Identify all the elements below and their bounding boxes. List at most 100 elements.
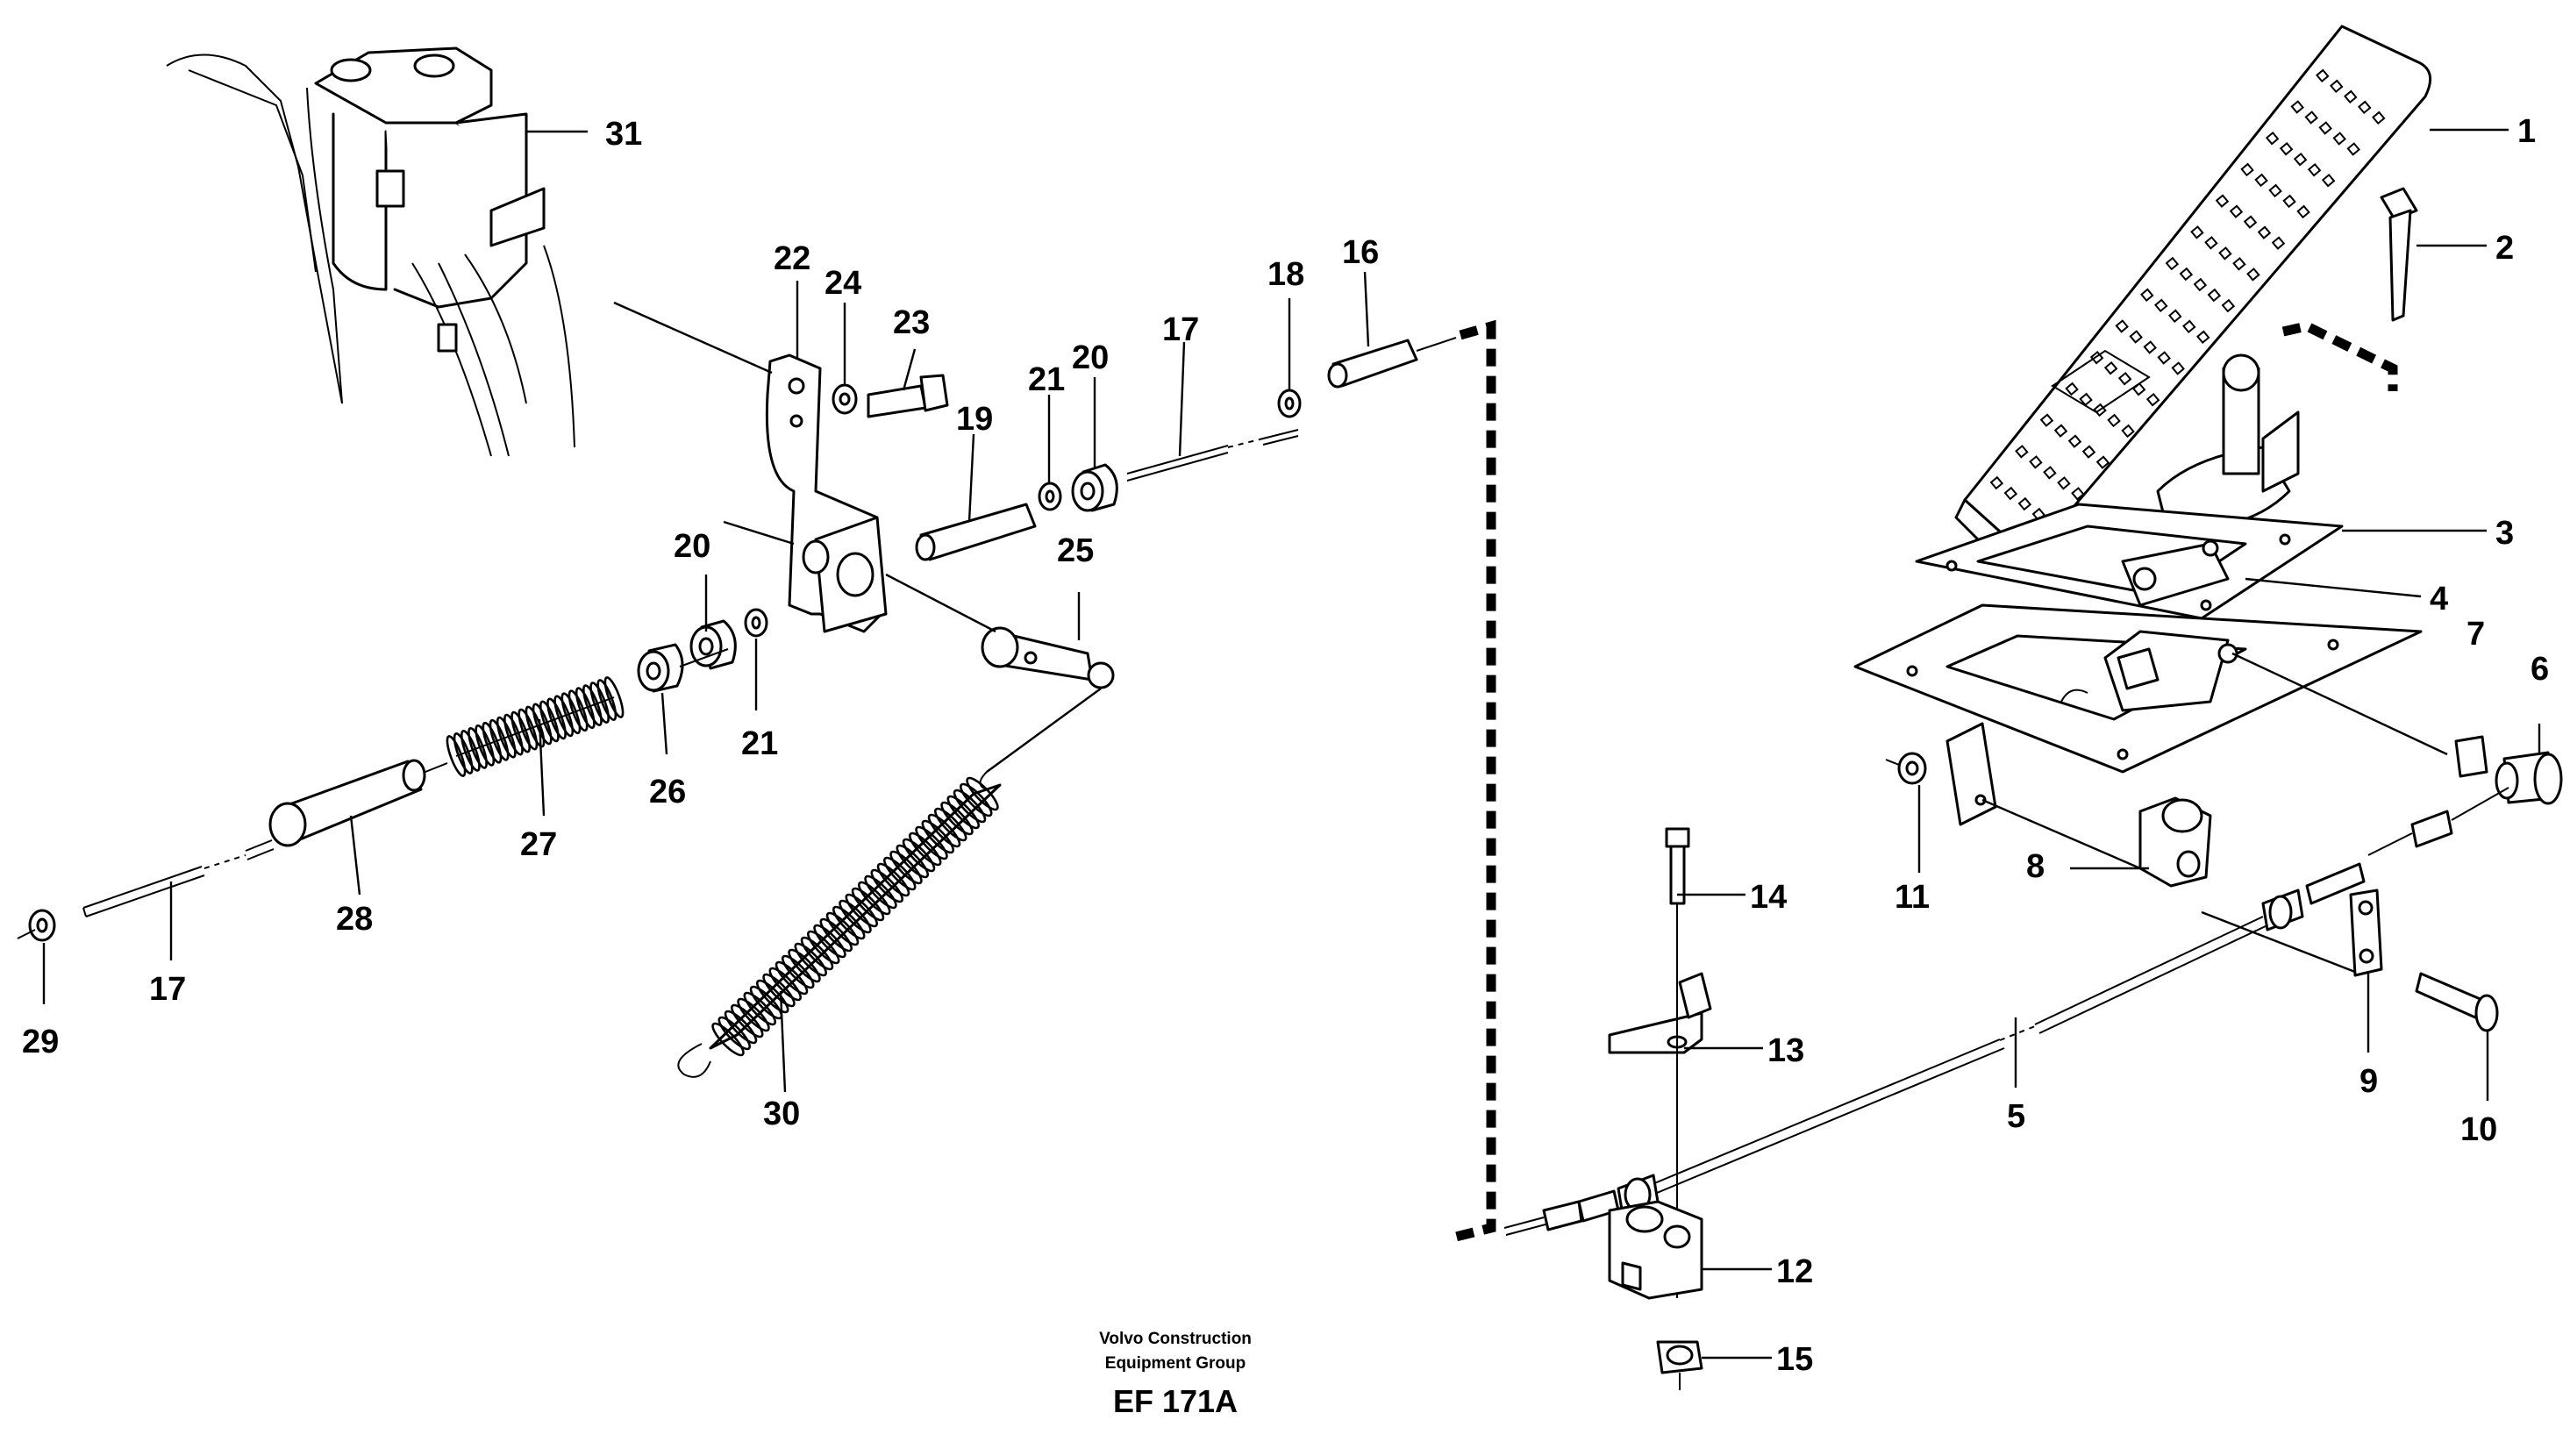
- pedal-tread-dot: [2039, 413, 2054, 427]
- spring-30-coil: [896, 844, 929, 879]
- washer-24: [832, 383, 858, 415]
- spring-30-coil: [864, 874, 897, 910]
- pedal-tread-dot: [2053, 424, 2068, 438]
- pedal-tread-dot: [2081, 445, 2096, 459]
- washer-21-upper: [1038, 482, 1062, 511]
- bushing-20-lower: [689, 619, 737, 670]
- spring-30-coil: [731, 1003, 764, 1038]
- spring-anchor-25: [885, 573, 1115, 689]
- pedal-tread-dot: [2196, 330, 2210, 345]
- pedal-tread-dot: [2057, 476, 2071, 490]
- spring-30-coil: [870, 868, 903, 903]
- spring-30-coil: [756, 979, 789, 1014]
- mounting-plate-3: [1915, 503, 2487, 620]
- bushing-20-upper: [1071, 463, 1118, 512]
- company-line-2: Equipment Group: [1105, 1354, 1246, 1373]
- pedal-tread-dot: [1989, 475, 2004, 490]
- sleeve-19: [915, 503, 1037, 561]
- callout-10: 10: [2460, 1111, 2497, 1148]
- callout-1: 1: [2517, 113, 2536, 150]
- spring-30-coil: [845, 893, 878, 928]
- callout-2: 2: [2495, 230, 2514, 267]
- spring-30-coil: [794, 942, 827, 977]
- gasket-4: [1853, 577, 2423, 774]
- spring-30-coil: [711, 1022, 745, 1057]
- callout-11: 11: [1895, 879, 1930, 916]
- pedal-tread-dot: [2296, 204, 2310, 219]
- figure-code: EF 171A: [1113, 1383, 1238, 1419]
- spring-30-coil: [851, 887, 885, 922]
- pedal-tread-dot: [2204, 236, 2218, 250]
- pedal-tread-dot: [2115, 319, 2129, 333]
- footer: Volvo Construction Equipment Group EF 17…: [1099, 1330, 1252, 1419]
- pedal-tread-dot: [2117, 371, 2132, 386]
- callout-17-lower: 17: [149, 971, 186, 1008]
- pedal-tread-dot: [2243, 215, 2258, 229]
- pedal-tread-dot: [2279, 141, 2294, 156]
- pedal-tread-dot: [2107, 413, 2121, 428]
- bolt-23: [867, 374, 949, 418]
- tube-28: [268, 759, 448, 847]
- nut-15: [1656, 1340, 1703, 1390]
- spring-30-coil: [940, 801, 974, 836]
- callout-31: 31: [605, 116, 642, 153]
- bolt-2: [2380, 187, 2487, 322]
- spring-30-coil: [921, 819, 954, 854]
- pedal-tread-dot: [2265, 131, 2280, 146]
- spring-30-coil: [953, 789, 987, 824]
- callout-17-upper: 17: [1162, 311, 1199, 348]
- pedal-tread-dot: [2346, 142, 2360, 156]
- callout-26: 26: [649, 774, 686, 810]
- pedal-tread-dot: [2318, 121, 2332, 135]
- cable-end-6: [2495, 724, 2563, 805]
- spring-30-coil: [927, 813, 961, 848]
- callout-13: 13: [1767, 1032, 1804, 1069]
- return-spring-30: [677, 688, 1102, 1078]
- pedal-tread-dot: [2330, 79, 2344, 94]
- throttle-cable-5: [1503, 787, 2509, 1236]
- pedal-tread-dot: [2332, 132, 2346, 146]
- pedal-tread-dot: [2372, 111, 2386, 125]
- pedal-tread-dot: [2143, 340, 2157, 354]
- clamp-12: [1608, 1200, 1703, 1300]
- spring-30-coil: [934, 807, 967, 842]
- spring-30-coil: [762, 973, 796, 1008]
- callout-29: 29: [22, 1024, 59, 1060]
- rod-17-lower: [82, 839, 275, 917]
- pedal-tread-dot: [2067, 434, 2082, 448]
- callout-15: 15: [1776, 1341, 1813, 1378]
- callout-27: 27: [520, 826, 557, 863]
- pedal-tread-dot: [2271, 236, 2286, 250]
- spring-30-coil: [902, 838, 936, 873]
- spring-30-coil: [768, 967, 802, 1002]
- pedal-tread-dot: [2246, 268, 2260, 282]
- pedal-tread-dot: [2171, 361, 2185, 375]
- nut-29: [17, 909, 56, 942]
- pedal-tread-dot: [2157, 351, 2171, 365]
- spring-30-coil: [724, 1010, 758, 1045]
- callout-14: 14: [1750, 879, 1787, 916]
- spring-30-coil: [717, 1016, 751, 1051]
- callout-23: 23: [893, 304, 930, 341]
- company-line-1: Volvo Construction: [1099, 1330, 1252, 1348]
- callout-21-upper: 21: [1028, 361, 1065, 398]
- pedal-tread-dot: [2218, 246, 2232, 261]
- callout-18: 18: [1267, 256, 1304, 293]
- clamp-8: [2138, 796, 2212, 888]
- rod-axis-line-2: [679, 648, 729, 667]
- pedal-tread-dot: [2193, 277, 2208, 292]
- callout-25: 25: [1057, 532, 1094, 569]
- accelerator-pedal: [1954, 25, 2432, 554]
- clip-7: [2454, 735, 2488, 778]
- pedal-tread-dot: [2168, 309, 2182, 324]
- washer-21-lower: [744, 608, 768, 638]
- pedal-tread-dot: [2268, 183, 2282, 198]
- callout-8: 8: [2026, 848, 2045, 885]
- cable-route-dashed: [1454, 319, 1496, 1242]
- callout-19: 19: [956, 401, 993, 438]
- pedal-tread-dot: [2240, 162, 2254, 177]
- leader-lines: [42, 128, 2509, 1360]
- pedal-tread-dot: [2207, 288, 2222, 303]
- pedal-tread-dot: [2129, 330, 2143, 344]
- spring-30-coil: [743, 991, 776, 1026]
